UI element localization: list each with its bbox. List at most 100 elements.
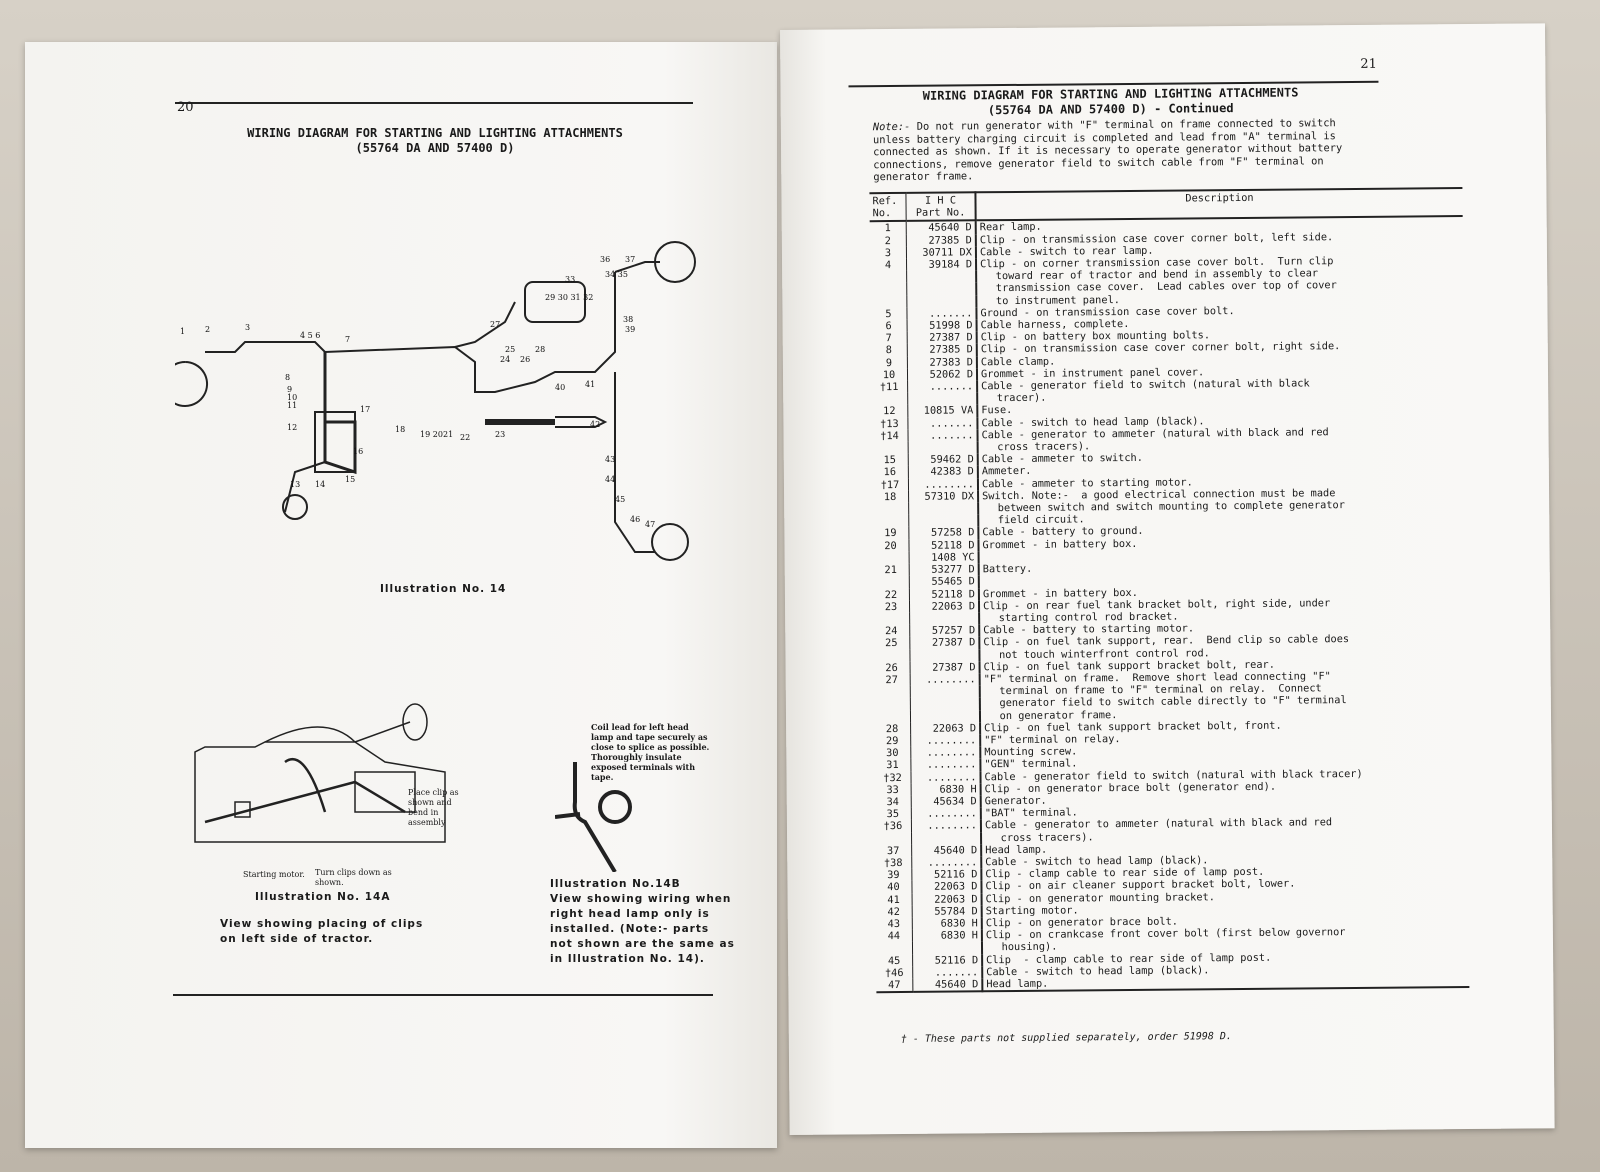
diagram-callout: 7: [345, 335, 350, 344]
page-title: WIRING DIAGRAM FOR STARTING AND LIGHTING…: [861, 85, 1361, 119]
label-coil-lead: Coil lead for left head lamp and tape se…: [591, 722, 710, 782]
description-line: View showing wiring when: [550, 893, 732, 905]
ref-no-cell: †38: [875, 856, 912, 870]
part-no-cell: 1408 YC: [909, 551, 979, 564]
ref-no-cell: [871, 393, 908, 406]
diagram-callout: 13: [290, 480, 300, 489]
ref-no-cell: [873, 698, 911, 711]
part-no-cell: [908, 514, 979, 528]
part-no-cell: 27385 D: [906, 233, 976, 247]
description-line: right head lamp only is: [550, 908, 710, 920]
ref-no-cell: 31: [874, 759, 911, 772]
ref-no-cell: 2: [869, 234, 907, 248]
ref-no-cell: [871, 441, 909, 455]
part-no-cell: 51998 D: [907, 319, 977, 333]
part-no-cell: ........: [910, 734, 981, 748]
part-no-cell: 57258 D: [908, 526, 979, 540]
ref-no-cell: 26: [873, 661, 911, 675]
left-page: 20 WIRING DIAGRAM FOR STARTING AND LIGHT…: [25, 42, 777, 1148]
diagram-callout: 10: [287, 393, 297, 402]
part-no-cell: .......: [906, 307, 977, 320]
part-no-cell: [908, 441, 978, 455]
diagram-callout: 45: [615, 495, 625, 504]
part-no-cell: .......: [907, 380, 978, 394]
illustration-14-caption: Illustration No. 14: [380, 583, 507, 595]
part-no-cell: 55784 D: [912, 905, 982, 918]
ref-no-cell: [873, 612, 910, 626]
ref-no-cell: 22: [872, 588, 910, 601]
diagram-callout: 25: [505, 345, 515, 354]
diagram-callout: 18: [395, 425, 405, 434]
part-no-cell: [909, 648, 980, 662]
diagram-callout: 37: [625, 255, 635, 264]
ref-no-cell: 8: [870, 344, 908, 357]
ref-no-cell: †14: [871, 429, 909, 443]
part-no-cell: ........: [910, 673, 980, 687]
diagram-callout: 14: [315, 480, 325, 489]
part-no-cell: [909, 612, 980, 626]
part-no-cell: .......: [907, 429, 978, 442]
head-lamp-left-shape: [651, 523, 689, 561]
diagram-callout: 21: [443, 430, 453, 439]
diagram-callout: 34 35: [605, 270, 628, 279]
part-no-cell: [907, 392, 978, 406]
part-no-cell: 45640 D: [906, 220, 976, 235]
part-no-cell: ........: [910, 770, 981, 784]
title-line: (55764 DA AND 57400 D): [355, 141, 515, 155]
part-no-cell: 27387 D: [909, 636, 980, 650]
ref-no-cell: 3: [869, 246, 907, 260]
part-no-cell: 55465 D: [909, 575, 979, 589]
ref-no-cell: [875, 832, 912, 845]
diagram-callout: 12: [287, 423, 297, 432]
ref-no-cell: †17: [871, 478, 909, 492]
footer-rule: [173, 994, 713, 996]
column-ref-no: Ref.No.: [869, 192, 907, 222]
ref-no-cell: 37: [875, 844, 912, 858]
description-line: View showing placing of clips: [220, 918, 424, 930]
page-number: 21: [1360, 56, 1377, 72]
generator-shape: [524, 281, 586, 323]
ref-no-cell: 45: [876, 954, 913, 967]
part-no-cell: 42383 D: [908, 465, 978, 479]
ref-no-cell: 15: [871, 454, 909, 467]
part-no-cell: 57257 D: [909, 624, 980, 638]
ref-no-cell: 34: [874, 795, 912, 809]
part-no-cell: [906, 282, 977, 296]
description-line: on left side of tractor.: [220, 933, 374, 945]
header-rule: [175, 102, 693, 104]
part-no-cell: 52116 D: [912, 953, 983, 967]
part-no-cell: 27387 D: [910, 661, 980, 674]
ref-no-cell: †11: [871, 380, 908, 394]
diagram-callout: 38: [623, 315, 633, 324]
ref-no-cell: 33: [874, 783, 912, 797]
note-label: Note:-: [872, 120, 911, 134]
ref-no-cell: 25: [873, 637, 910, 650]
ref-no-cell: 43: [875, 917, 913, 931]
ref-no-cell: 35: [874, 808, 912, 821]
tractor-illustration-14a: [194, 703, 446, 843]
ref-no-cell: [870, 271, 907, 284]
ref-no-cell: [873, 710, 911, 723]
title-line: WIRING DIAGRAM FOR STARTING AND LIGHTING…: [247, 126, 623, 140]
part-no-cell: [908, 502, 979, 516]
illustration-14b-caption: Illustration No.14B: [550, 878, 681, 890]
part-no-cell: 52118 D: [908, 538, 979, 552]
diagram-callout: 3: [245, 323, 250, 332]
description-line: not shown are the same as: [550, 938, 735, 950]
label-turn-clips: Turn clips down as shown.: [315, 868, 392, 887]
part-no-cell: [911, 831, 982, 845]
part-no-cell: [910, 709, 981, 723]
part-no-cell: ........: [908, 477, 979, 491]
part-no-cell: [906, 294, 977, 308]
part-no-cell: ........: [911, 807, 981, 821]
ref-no-cell: [875, 942, 913, 955]
ref-no-cell: 29: [874, 734, 911, 748]
part-no-cell: 57310 DX: [908, 490, 979, 503]
part-no-cell: [910, 685, 980, 699]
ref-no-cell: [870, 283, 907, 296]
right-page: 21 WIRING DIAGRAM FOR STARTING AND LIGHT…: [780, 23, 1555, 1135]
note-text: Do not run generator with "F" terminal o…: [872, 117, 1343, 184]
ref-no-cell: 42: [875, 905, 913, 919]
